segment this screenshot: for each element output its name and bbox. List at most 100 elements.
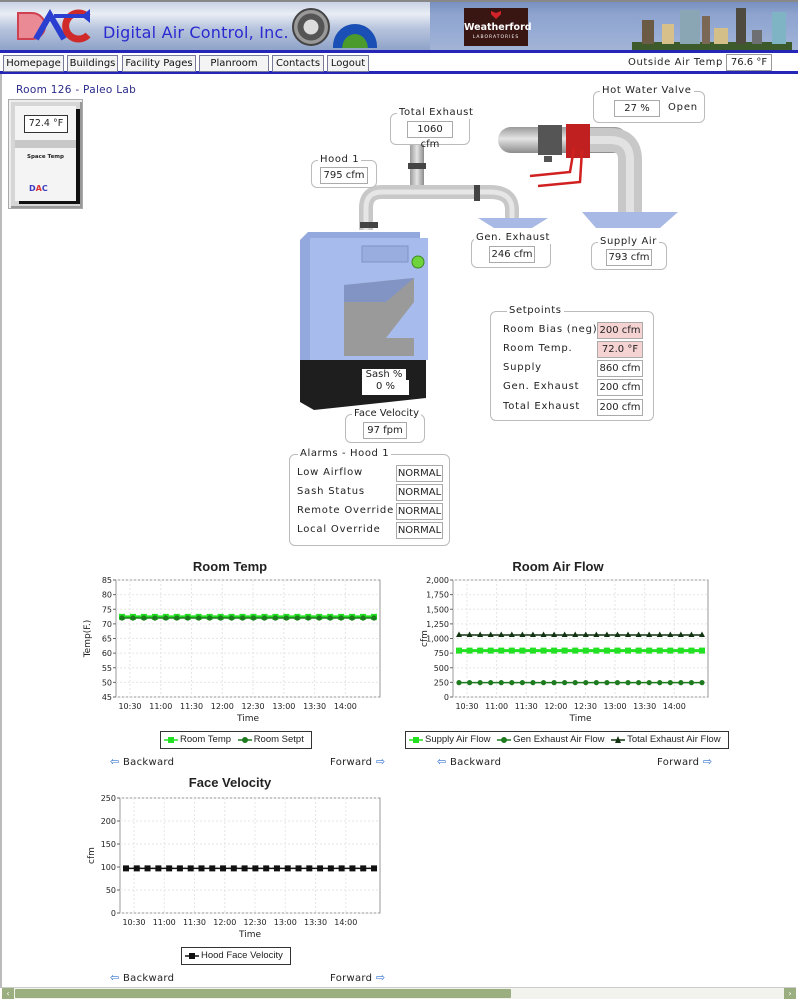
setpoints-panel: Setpoints Room Bias (neg) 200 cfm Room T… <box>490 305 654 421</box>
arrow-right-icon: ⇨ <box>375 755 386 768</box>
page-left-edge <box>0 74 2 988</box>
hot-water-valve-label: Hot Water Valve <box>600 85 694 97</box>
horizontal-scrollbar[interactable]: ‹ › <box>2 987 796 999</box>
city-skyline-image <box>632 8 792 50</box>
setpoint-room-temp-label: Room Temp. <box>503 343 573 354</box>
alarm-remote-override-value: NORMAL <box>396 503 443 520</box>
svg-text:200: 200 <box>101 817 116 826</box>
svg-text:12:30: 12:30 <box>242 702 265 711</box>
leed-badge-icon <box>292 8 330 46</box>
space-temp-label: Space Temp <box>27 154 64 160</box>
svg-text:14:00: 14:00 <box>334 918 357 927</box>
hot-water-valve-value: 27 % <box>614 100 660 117</box>
svg-text:10:30: 10:30 <box>118 702 141 711</box>
svg-text:50: 50 <box>106 886 116 895</box>
face-velocity-readout: Face Velocity 97 fpm <box>345 408 425 443</box>
total-exhaust-readout: Total Exhaust 1060 cfm <box>390 107 476 150</box>
arrow-left-icon: ⇦ <box>110 971 120 984</box>
face-velocity-backward-link[interactable]: ⇦ Backward <box>110 971 175 984</box>
svg-text:250: 250 <box>101 794 116 803</box>
thermostat-face: 72.4 °F Space Temp DAC <box>15 106 76 201</box>
svg-text:13:00: 13:00 <box>604 702 627 711</box>
svg-text:45: 45 <box>102 693 112 702</box>
svg-text:Temp(F.): Temp(F.) <box>83 620 93 659</box>
svg-text:13:30: 13:30 <box>304 918 327 927</box>
nav-planroom-button[interactable]: Planroom <box>199 55 269 72</box>
face-velocity-label: Face Velocity <box>352 408 422 420</box>
nav-contacts-button[interactable]: Contacts <box>272 55 324 72</box>
air-flow-forward-link[interactable]: Forward ⇨ <box>657 755 713 768</box>
svg-text:12:30: 12:30 <box>243 918 266 927</box>
svg-text:0: 0 <box>444 693 449 702</box>
svg-text:11:00: 11:00 <box>149 702 172 711</box>
hood1-readout: Hood 1 795 cfm <box>311 154 377 188</box>
alarm-low-airflow-value: NORMAL <box>396 465 443 482</box>
svg-text:1,250: 1,250 <box>426 620 449 629</box>
outside-air-temp-value: 76.6 °F <box>726 54 772 71</box>
svg-text:12:30: 12:30 <box>574 702 597 711</box>
supply-air-value: 793 cfm <box>606 249 652 266</box>
nav-logout-button[interactable]: Logout <box>327 55 369 72</box>
alarm-sash-status-label: Sash Status <box>297 486 365 497</box>
hood1-value: 795 cfm <box>320 167 368 184</box>
svg-text:cfm: cfm <box>420 630 430 647</box>
setpoint-supply-label: Supply <box>503 362 542 373</box>
svg-text:80: 80 <box>102 591 112 600</box>
scrollbar-thumb[interactable] <box>15 989 511 998</box>
setpoint-gen-exhaust-label: Gen. Exhaust <box>503 381 580 392</box>
thermostat-widget[interactable]: 72.4 °F Space Temp DAC <box>8 99 83 209</box>
svg-text:13:30: 13:30 <box>303 702 326 711</box>
sash-value: 0 % <box>362 380 409 395</box>
svg-text:2,000: 2,000 <box>426 576 449 585</box>
supply-air-label: Supply Air <box>598 236 659 248</box>
svg-text:12:00: 12:00 <box>544 702 567 711</box>
svg-text:500: 500 <box>434 664 449 673</box>
hot-water-valve-readout: Hot Water Valve 27 % Open <box>593 85 705 123</box>
svg-text:12:00: 12:00 <box>211 702 234 711</box>
alarm-local-override-value: NORMAL <box>396 522 443 539</box>
setpoint-supply-value: 860 cfm <box>597 360 643 377</box>
room-temp-forward-link[interactable]: Forward ⇨ <box>330 755 386 768</box>
room-temp-backward-link[interactable]: ⇦ Backward <box>110 755 175 768</box>
outside-air-temp-label: Outside Air Temp <box>628 57 723 68</box>
svg-text:55: 55 <box>102 664 112 673</box>
sash-label: Sash % <box>362 369 406 382</box>
heart-icon <box>491 11 501 19</box>
svg-text:11:30: 11:30 <box>180 702 203 711</box>
alarm-low-airflow-label: Low Airflow <box>297 467 363 478</box>
svg-text:12:00: 12:00 <box>213 918 236 927</box>
alarm-remote-override-label: Remote Override <box>297 505 395 516</box>
setpoint-room-temp-value: 72.0 °F <box>597 341 643 358</box>
legend-gen-exhaust-air-flow: Gen Exhaust Air Flow <box>497 732 604 748</box>
air-flow-backward-link[interactable]: ⇦ Backward <box>437 755 502 768</box>
legend-room-setpt: Room Setpt <box>237 732 304 748</box>
svg-text:150: 150 <box>101 840 116 849</box>
supply-air-readout: Supply Air 793 cfm <box>591 236 667 270</box>
face-velocity-forward-link[interactable]: Forward ⇨ <box>330 971 386 984</box>
legend-supply-air-flow: Supply Air Flow <box>409 732 490 748</box>
svg-text:11:30: 11:30 <box>515 702 538 711</box>
nav-homepage-button[interactable]: Homepage <box>3 55 64 72</box>
svg-text:Time: Time <box>238 930 261 940</box>
room-temp-chart-title: Room Temp <box>192 559 268 574</box>
legend-total-exhaust-air-flow: Total Exhaust Air Flow <box>611 732 721 748</box>
thermostat-band <box>15 140 76 148</box>
nav-facility-pages-button[interactable]: Facility Pages <box>122 55 196 72</box>
total-exhaust-value: 1060 cfm <box>407 121 453 150</box>
setpoint-total-exhaust-label: Total Exhaust <box>503 401 581 412</box>
scroll-right-icon[interactable]: › <box>784 988 796 999</box>
scroll-left-icon[interactable]: ‹ <box>2 988 14 999</box>
dac-logo-icon <box>17 9 91 43</box>
svg-text:100: 100 <box>101 863 116 872</box>
room-air-flow-chart-title: Room Air Flow <box>512 559 604 574</box>
gen-exhaust-readout: Gen. Exhaust 246 cfm <box>471 232 552 268</box>
nav-buildings-button[interactable]: Buildings <box>67 55 118 72</box>
svg-text:13:30: 13:30 <box>633 702 656 711</box>
alarms-title: Alarms - Hood 1 <box>298 448 392 460</box>
svg-text:50: 50 <box>102 678 112 687</box>
hood1-label: Hood 1 <box>318 154 362 166</box>
room-temp-chart-legend: Room Temp Room Setpt <box>160 731 312 749</box>
alarm-local-override-label: Local Override <box>297 524 381 535</box>
